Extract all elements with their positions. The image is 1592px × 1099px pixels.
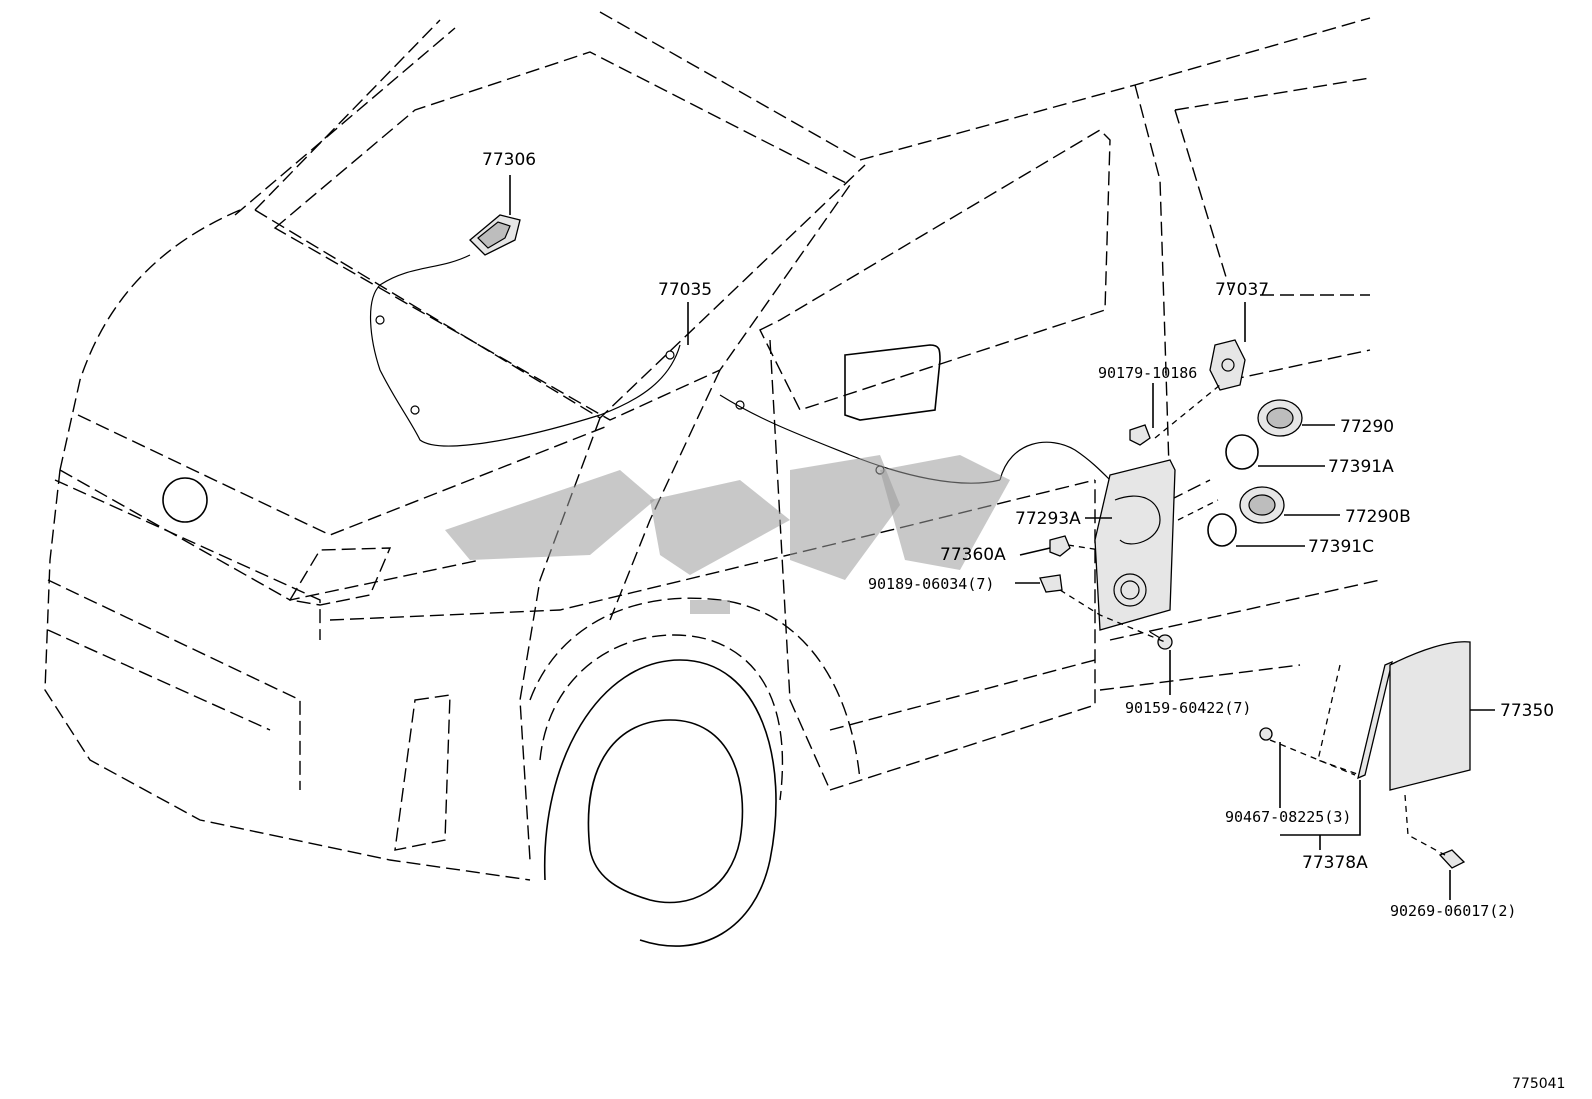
diagram-code: 775041 [1512,1076,1565,1092]
part-90179-nut [1129,424,1151,446]
part-77037-hinge [1209,339,1246,391]
label-90467-08225: 90467-08225(3) [1225,808,1351,826]
label-77306: 77306 [482,150,536,170]
label-77350: 77350 [1500,701,1554,721]
part-77290-ring [1257,399,1303,437]
part-77306-sensor [469,214,521,256]
part-77378A-protector [1317,660,1393,780]
watermark-logo [445,455,1010,614]
leader-lines [509,175,1495,900]
part-77360A-bracket [1049,535,1071,557]
label-77037: 77037 [1215,280,1269,300]
label-90189-06034: 90189-06034(7) [868,575,994,593]
label-77035: 77035 [658,280,712,300]
van-outline [44,11,1381,947]
part-90467-clip [1259,727,1273,741]
label-90179-10186: 90179-10186 [1098,364,1197,382]
part-labels: 77306 77035 77037 90179-10186 77290 7739… [482,150,1565,1092]
label-77378A: 77378A [1302,853,1368,873]
part-77290B-cap [1239,486,1285,524]
wire-harness [370,254,1111,484]
label-90159-60422: 90159-60422(7) [1125,699,1251,717]
part-90269-clip [1438,849,1466,869]
label-77290B: 77290B [1345,507,1411,527]
label-77391A: 77391A [1328,457,1394,477]
label-77360A: 77360A [940,545,1006,565]
label-90269-06017: 90269-06017(2) [1390,902,1516,920]
part-77391A-gasket [1225,434,1259,470]
part-77350-protector [1389,641,1471,791]
label-77293A: 77293A [1015,509,1081,529]
part-77293A-panel [1094,459,1176,631]
part-77391C-gasket [1207,513,1237,547]
part-90159-bolt [1149,631,1173,650]
part-90189-clip [1039,574,1063,593]
label-77391C: 77391C [1308,537,1374,557]
label-77290: 77290 [1340,417,1394,437]
